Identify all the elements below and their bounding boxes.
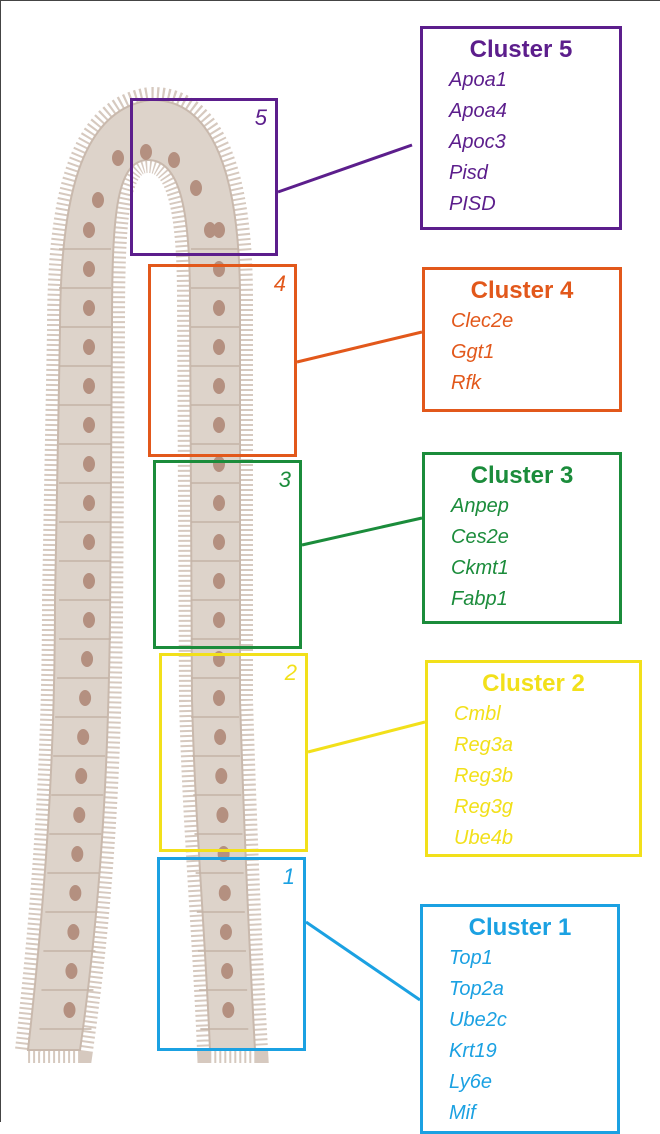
region-number-3: 3 <box>278 467 291 492</box>
cluster-title: Cluster 5 <box>469 36 573 63</box>
region-number-4: 4 <box>273 271 286 296</box>
cluster-title: Cluster 2 <box>482 670 585 697</box>
gene-label: Apoa1 <box>449 69 507 91</box>
gene-label: Ube4b <box>454 827 513 849</box>
figure-border-left <box>0 0 1 1122</box>
gene-label: Apoc3 <box>449 131 506 153</box>
cluster-box-3: Cluster 3 Anpep Ces2e Ckmt1 Fabp1 <box>422 452 622 624</box>
cluster-box-5: Cluster 5 Apoa1 Apoa4 Apoc3 Pisd PISD <box>420 26 622 230</box>
gene-label: Pisd <box>449 162 488 184</box>
gene-label: Rfk <box>451 372 481 394</box>
region-box-2: 2 <box>159 653 308 852</box>
region-box-3: 3 <box>153 460 302 649</box>
gene-label: Ggt1 <box>451 341 495 363</box>
gene-label: Top2a <box>449 978 504 1000</box>
cluster-box-1: Cluster 1 Top1 Top2a Ube2c Krt19 Ly6e Mi… <box>420 904 620 1134</box>
gene-label: Ckmt1 <box>451 557 509 579</box>
gene-label: Clec2e <box>451 310 514 332</box>
gene-label: Anpep <box>451 495 509 517</box>
figure-border-top <box>0 0 660 1</box>
region-box-4: 4 <box>148 264 297 457</box>
cluster-box-4: Cluster 4 Clec2e Ggt1 Rfk <box>422 267 622 412</box>
cluster-title: Cluster 1 <box>468 914 572 941</box>
gene-label: Ly6e <box>449 1071 493 1093</box>
gene-label: Top1 <box>449 947 493 969</box>
region-box-1: 1 <box>157 857 306 1051</box>
region-number-5: 5 <box>254 105 267 130</box>
gene-label: Krt19 <box>449 1040 497 1062</box>
gene-label: Ces2e <box>451 526 509 548</box>
gene-label: Reg3a <box>454 734 513 756</box>
cluster-title: Cluster 4 <box>470 277 574 304</box>
region-box-5: 5 <box>130 98 278 256</box>
gene-label: Fabp1 <box>451 588 508 610</box>
gene-label: Reg3b <box>454 765 513 787</box>
gene-label: PISD <box>449 193 496 215</box>
region-number-1: 1 <box>282 864 295 889</box>
gene-label: Cmbl <box>454 703 501 725</box>
gene-label: Reg3g <box>454 796 513 818</box>
cluster-title: Cluster 3 <box>470 462 574 489</box>
gene-label: Ube2c <box>449 1009 507 1031</box>
gene-label: Mif <box>449 1102 476 1124</box>
region-number-2: 2 <box>284 660 297 685</box>
cluster-box-2: Cluster 2 Cmbl Reg3a Reg3b Reg3g Ube4b <box>425 660 642 857</box>
gene-label: Apoa4 <box>449 100 507 122</box>
